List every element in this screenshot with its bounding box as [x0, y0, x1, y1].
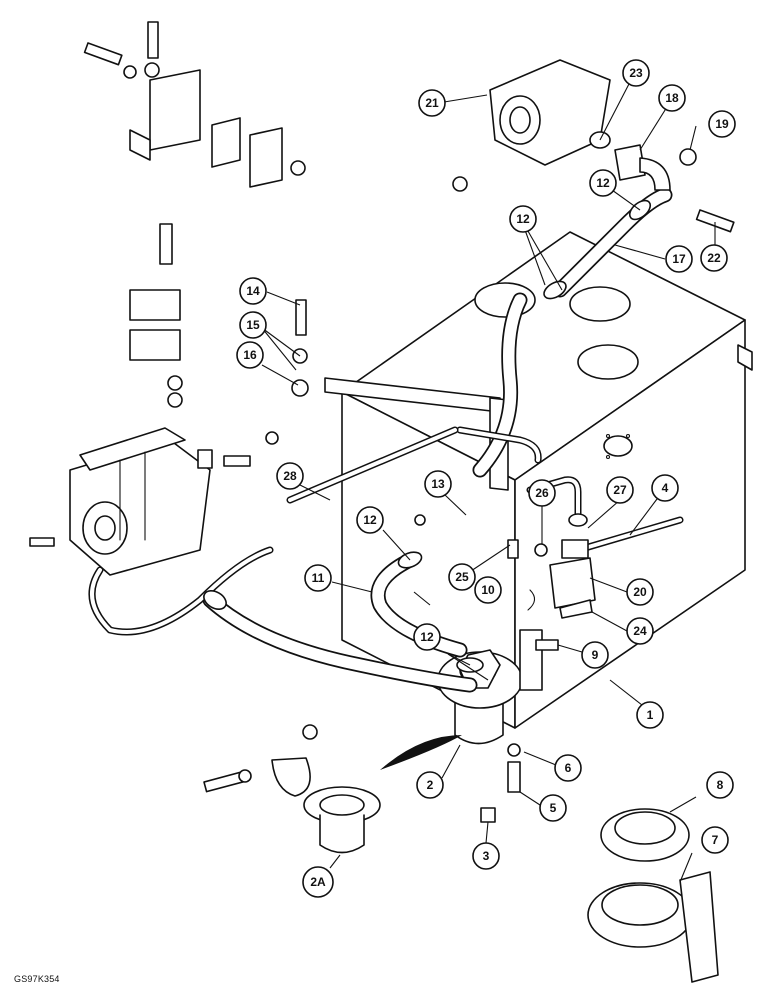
callout-14: 14 — [239, 277, 267, 305]
callout-4: 4 — [651, 474, 679, 502]
svg-text:4: 4 — [662, 481, 669, 495]
callout-7: 7 — [701, 826, 729, 854]
callout-2a: 2A — [302, 866, 334, 898]
svg-text:21: 21 — [425, 96, 439, 110]
svg-text:2: 2 — [427, 778, 434, 792]
svg-text:22: 22 — [707, 251, 721, 265]
svg-text:11: 11 — [312, 571, 325, 585]
svg-text:13: 13 — [431, 477, 445, 491]
svg-text:5: 5 — [550, 801, 557, 815]
svg-text:28: 28 — [283, 469, 297, 483]
callout-12-filter: 12 — [413, 623, 441, 651]
callout-26: 26 — [528, 479, 556, 507]
svg-text:9: 9 — [592, 648, 599, 662]
svg-text:12: 12 — [596, 176, 610, 190]
callout-15: 15 — [239, 311, 267, 339]
rigid-pipes — [88, 426, 684, 636]
svg-text:2A: 2A — [310, 875, 326, 889]
callout-10: 10 — [474, 576, 502, 604]
callout-17: 17 — [665, 245, 693, 273]
callout-11: 11 — [304, 564, 332, 592]
callout-28: 28 — [276, 462, 304, 490]
callout-12-hose: 12 — [356, 506, 384, 534]
drawing-code: GS97K354 — [14, 974, 60, 984]
svg-text:15: 15 — [246, 318, 260, 332]
return-hose-17 — [472, 187, 673, 478]
callout-19: 19 — [708, 110, 736, 138]
callout-20: 20 — [626, 578, 654, 606]
svg-text:20: 20 — [633, 585, 647, 599]
callout-23: 23 — [622, 59, 650, 87]
svg-text:12: 12 — [516, 212, 530, 226]
valve-block — [549, 513, 596, 619]
svg-text:17: 17 — [672, 252, 686, 266]
hydraulic-pump — [489, 59, 697, 191]
svg-text:23: 23 — [629, 66, 643, 80]
svg-text:26: 26 — [535, 486, 549, 500]
callout-24: 24 — [626, 617, 654, 645]
callout-25: 25 — [448, 563, 476, 591]
callout-1: 1 — [636, 701, 664, 729]
hardware — [29, 62, 735, 823]
callout-21: 21 — [418, 89, 446, 117]
engine-pump-unit — [69, 427, 213, 576]
svg-text:14: 14 — [246, 284, 260, 298]
callout-13: 13 — [424, 470, 452, 498]
mounting-brackets — [83, 21, 283, 361]
svg-text:25: 25 — [455, 570, 469, 584]
callout-22: 22 — [700, 244, 728, 272]
callout-8: 8 — [706, 771, 734, 799]
svg-text:7: 7 — [712, 833, 719, 847]
svg-text:16: 16 — [243, 348, 257, 362]
svg-text:12: 12 — [420, 630, 434, 644]
svg-text:19: 19 — [715, 117, 729, 131]
svg-text:27: 27 — [613, 483, 627, 497]
svg-text:1: 1 — [647, 708, 654, 722]
band-clamp — [271, 757, 311, 797]
callout-27: 27 — [606, 476, 634, 504]
callout-2: 2 — [416, 771, 444, 799]
callout-6: 6 — [554, 754, 582, 782]
hydraulic-tank — [324, 231, 753, 729]
strainer-7 — [587, 871, 719, 983]
filter-bowl — [303, 786, 381, 854]
svg-text:24: 24 — [633, 624, 647, 638]
svg-text:8: 8 — [717, 778, 724, 792]
svg-text:12: 12 — [363, 513, 377, 527]
svg-text:10: 10 — [481, 583, 495, 597]
callout-12-pump: 12 — [589, 169, 617, 197]
callout-5: 5 — [539, 794, 567, 822]
svg-text:18: 18 — [665, 91, 679, 105]
sealing-ring-8 — [600, 808, 690, 862]
callout-18: 18 — [658, 84, 686, 112]
callout-16: 16 — [236, 341, 264, 369]
callout-3: 3 — [472, 842, 500, 870]
svg-text:6: 6 — [565, 761, 572, 775]
callout-9: 9 — [581, 641, 609, 669]
callout-12-tank-top: 12 — [509, 205, 537, 233]
svg-text:3: 3 — [483, 849, 490, 863]
